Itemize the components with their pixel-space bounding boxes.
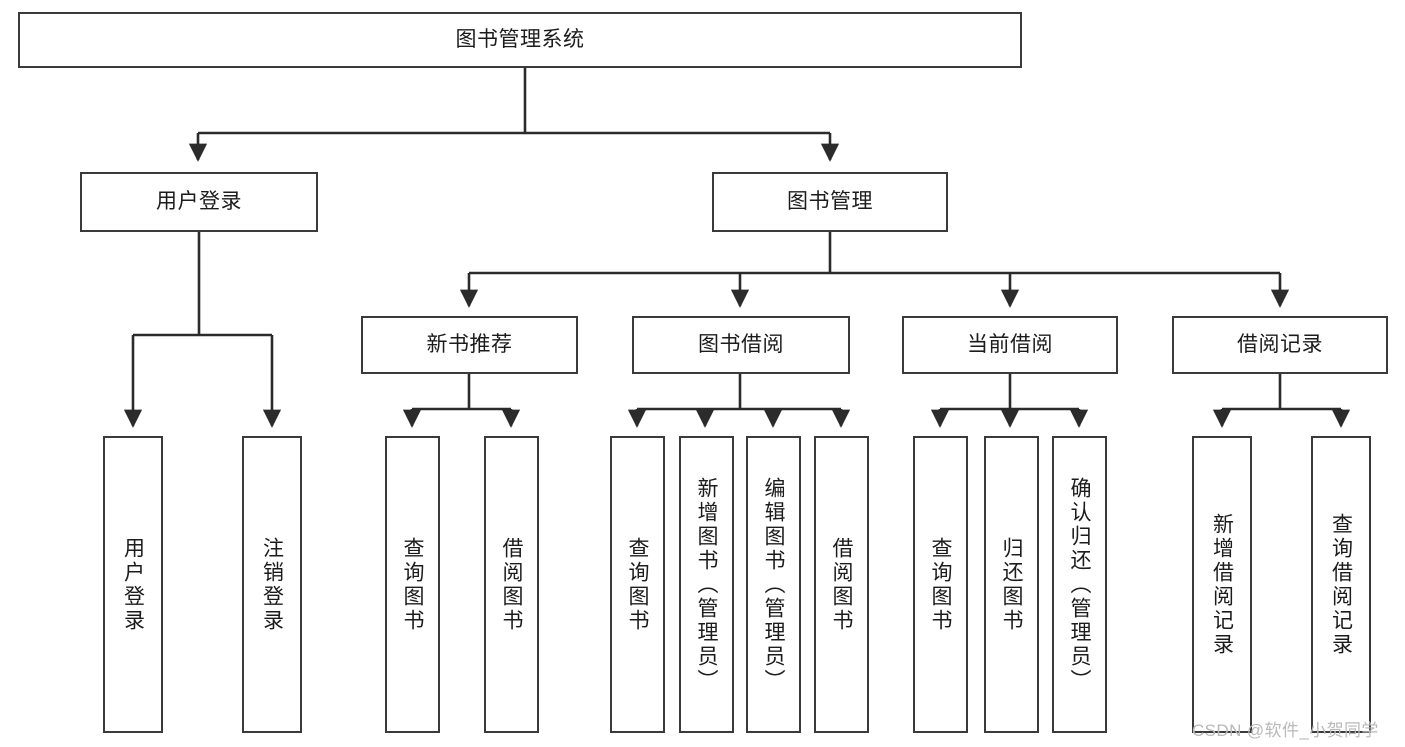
node-root[interactable]: 图书管理系统	[18, 12, 1022, 68]
leaf-add-book-admin[interactable]: 新增图书（管理员）	[679, 436, 734, 733]
node-current-borrow[interactable]: 当前借阅	[902, 316, 1118, 374]
node-current-borrow-label: 当前借阅	[967, 332, 1053, 356]
leaf-query-borrow-record-label: 查询借阅记录	[1329, 512, 1353, 657]
leaf-edit-book-admin-label: 编辑图书（管理员）	[762, 476, 785, 693]
leaf-query-book-current[interactable]: 查询图书	[913, 436, 968, 733]
leaf-query-borrow-record[interactable]: 查询借阅记录	[1311, 436, 1371, 733]
leaf-user-login[interactable]: 用户登录	[103, 436, 163, 733]
node-new-book-recommend[interactable]: 新书推荐	[361, 316, 578, 374]
node-book-borrow[interactable]: 图书借阅	[632, 316, 850, 374]
leaf-query-book-recommend-label: 查询图书	[401, 536, 424, 633]
node-borrow-record[interactable]: 借阅记录	[1172, 316, 1388, 374]
leaf-borrow-book[interactable]: 借阅图书	[814, 436, 869, 733]
leaf-logout[interactable]: 注销登录	[242, 436, 302, 733]
node-user-login-label: 用户登录	[156, 189, 242, 213]
node-book-borrow-label: 图书借阅	[698, 332, 784, 356]
node-root-label: 图书管理系统	[455, 27, 585, 51]
node-user-login[interactable]: 用户登录	[80, 172, 318, 232]
leaf-edit-book-admin[interactable]: 编辑图书（管理员）	[746, 436, 801, 733]
node-borrow-record-label: 借阅记录	[1237, 332, 1323, 356]
leaf-add-borrow-record[interactable]: 新增借阅记录	[1192, 436, 1252, 733]
node-new-book-recommend-label: 新书推荐	[426, 332, 513, 356]
leaf-confirm-return-admin[interactable]: 确认归还（管理员）	[1052, 436, 1107, 733]
leaf-confirm-return-admin-label: 确认归还（管理员）	[1068, 476, 1091, 693]
leaf-query-book-recommend[interactable]: 查询图书	[385, 436, 440, 733]
leaf-logout-label: 注销登录	[260, 536, 284, 633]
leaf-add-book-admin-label: 新增图书（管理员）	[695, 476, 718, 693]
leaf-borrow-book-recommend[interactable]: 借阅图书	[484, 436, 539, 733]
leaf-return-book-label: 归还图书	[1000, 536, 1023, 633]
leaf-query-book-current-label: 查询图书	[929, 536, 952, 633]
node-book-management-label: 图书管理	[787, 189, 873, 213]
leaf-query-book-borrow-label: 查询图书	[626, 536, 649, 633]
leaf-borrow-book-label: 借阅图书	[830, 536, 853, 633]
leaf-user-login-label: 用户登录	[121, 536, 145, 633]
leaf-return-book[interactable]: 归还图书	[984, 436, 1039, 733]
watermark: CSDN @软件_小贺同学	[1192, 721, 1379, 740]
leaf-query-book-borrow[interactable]: 查询图书	[610, 436, 665, 733]
leaf-borrow-book-recommend-label: 借阅图书	[500, 536, 523, 633]
node-book-management[interactable]: 图书管理	[712, 172, 948, 232]
leaf-add-borrow-record-label: 新增借阅记录	[1210, 512, 1234, 657]
